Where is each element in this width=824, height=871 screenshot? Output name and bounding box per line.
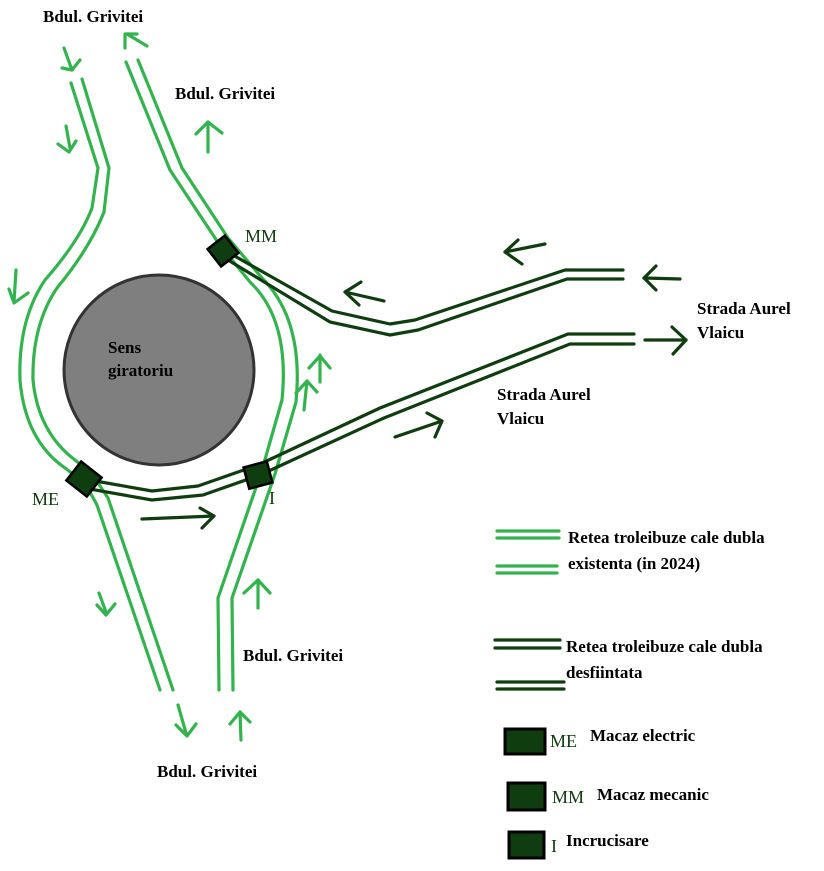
- existing-arrows: [7, 32, 332, 742]
- arrow-right-lower-2: [393, 411, 444, 439]
- arrow-up-right-1: [194, 120, 224, 154]
- legend-existing-line1: Retea troleibuze cale dubla: [568, 528, 765, 547]
- legend-existing-swatch-2: [495, 564, 559, 575]
- legend-removed-swatch-1: [493, 638, 562, 650]
- legend-removed-line2: desfiintata: [566, 663, 643, 682]
- arrow-down-left-1: [56, 124, 78, 154]
- arrow-left-upper-2: [343, 280, 386, 307]
- roundabout-circle: [62, 273, 256, 467]
- removed-upper-branch-a: [222, 248, 625, 326]
- legend-removed-line1: Retea troleibuze cale dubla: [566, 637, 763, 656]
- roundabout: Sens giratoriu: [62, 273, 256, 467]
- legend-me-label: Macaz electric: [590, 726, 696, 745]
- legend-existing-swatch-1: [495, 529, 561, 540]
- arrow-down-bottomleft-1: [95, 591, 117, 617]
- arrow-up-bottomright-2: [228, 710, 252, 742]
- street-labels: Bdul. Grivitei Bdul. Grivitei Strada Aur…: [43, 7, 791, 781]
- existing-right-loop-inner: [136, 58, 299, 692]
- arrow-up-topright: [123, 32, 149, 50]
- legend-me: ME Macaz electric: [503, 726, 696, 756]
- arrow-down-left-2: [7, 268, 30, 305]
- legend-mm-box: [506, 781, 547, 812]
- junction-i: I: [242, 459, 275, 508]
- arrow-up-right-3: [294, 379, 319, 412]
- legend-i-code: I: [551, 836, 557, 856]
- legend-me-code: ME: [550, 731, 577, 751]
- arrow-left-upper-3: [642, 264, 682, 292]
- legend-removed-swatch-2: [495, 680, 566, 691]
- street-aurel-vlaicu-right-line2: Vlaicu: [697, 323, 744, 342]
- mm-label: MM: [245, 226, 277, 246]
- existing-left-loop-inner: [31, 77, 175, 692]
- legend: Retea troleibuze cale dubla existenta (i…: [493, 528, 765, 860]
- roundabout-label-line1: Sens: [108, 338, 141, 357]
- arrow-down-topleft: [60, 46, 82, 72]
- street-grivitei-bottom-center: Bdul. Grivitei: [157, 762, 257, 781]
- street-aurel-vlaicu-center-line2: Vlaicu: [497, 409, 544, 428]
- arrow-up-right-2: [307, 353, 332, 384]
- arrow-left-upper-1: [503, 238, 547, 266]
- arrow-down-bottomleft-2: [174, 703, 198, 738]
- legend-mm: MM Macaz mecanic: [506, 781, 709, 812]
- removed-upper-branch-b: [226, 258, 625, 337]
- legend-i-label: Incrucisare: [566, 831, 649, 850]
- removed-arrows: [140, 238, 688, 530]
- i-label: I: [269, 488, 275, 508]
- street-grivitei-bottom-right: Bdul. Grivitei: [243, 646, 343, 665]
- legend-me-box: [503, 727, 547, 756]
- legend-i: I Incrucisare: [507, 830, 649, 860]
- legend-removed: Retea troleibuze cale dubla desfiintata: [493, 637, 763, 691]
- me-label: ME: [32, 489, 59, 509]
- arrow-right-lower-1: [643, 325, 688, 356]
- me-box: [64, 459, 104, 499]
- junction-mm: MM: [205, 226, 277, 269]
- legend-mm-label: Macaz mecanic: [597, 785, 709, 804]
- street-aurel-vlaicu-right-line1: Strada Aurel: [697, 299, 791, 318]
- arrow-up-bottomright-1: [242, 578, 272, 610]
- legend-mm-code: MM: [552, 787, 584, 807]
- existing-left-loop-outer: [18, 81, 162, 692]
- street-grivitei-top-right: Bdul. Grivitei: [175, 84, 275, 103]
- junction-me: ME: [32, 459, 104, 509]
- mm-box: [205, 233, 241, 269]
- legend-i-box: [507, 830, 546, 860]
- street-aurel-vlaicu-center-line1: Strada Aurel: [497, 385, 591, 404]
- arrow-right-lower-3: [140, 506, 216, 530]
- existing-right-loop-outer: [124, 60, 285, 692]
- roundabout-label-line2: giratoriu: [108, 361, 173, 380]
- legend-existing-line2: existenta (in 2024): [568, 554, 700, 573]
- street-grivitei-top-left: Bdul. Grivitei: [43, 7, 143, 26]
- existing-network: [18, 58, 299, 692]
- i-box: [242, 459, 274, 491]
- legend-existing: Retea troleibuze cale dubla existenta (i…: [495, 528, 765, 575]
